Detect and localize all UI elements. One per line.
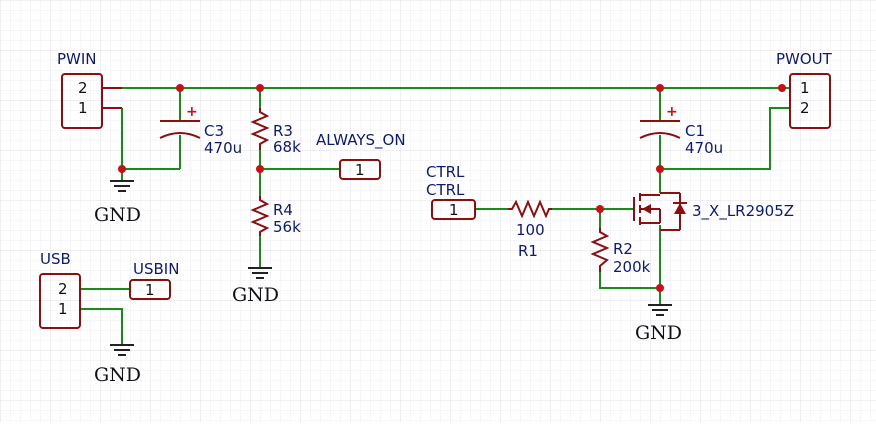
mosfet-part-label: 3_X_LR2905Z xyxy=(692,202,794,221)
c1-polarity: + xyxy=(666,104,678,120)
ground-symbol-1: GND xyxy=(94,180,141,226)
junction-dot xyxy=(256,165,264,173)
c3-polarity: + xyxy=(186,104,198,120)
r4-ref: R4 xyxy=(273,201,293,219)
junction-dot xyxy=(656,284,664,292)
usb-pin-1: 1 xyxy=(58,300,68,318)
junction-dot xyxy=(176,84,184,92)
r4-value: 56k xyxy=(273,218,301,236)
r1-ref: R1 xyxy=(518,242,538,260)
resistor-r4[interactable]: R4 56k xyxy=(250,196,301,236)
net-port-always-on[interactable]: ALWAYS_ON 1 xyxy=(316,131,406,180)
ctrl-label-top: CTRL xyxy=(426,163,465,181)
r2-ref: R2 xyxy=(613,240,633,258)
usb-pin-2: 2 xyxy=(58,280,68,298)
pwout-pin-1: 1 xyxy=(800,79,810,97)
c1-ref: C1 xyxy=(685,122,705,140)
usbin-pin: 1 xyxy=(145,281,155,299)
r3-ref: R3 xyxy=(273,122,293,140)
r4-body xyxy=(250,196,270,236)
junction-dot xyxy=(778,84,786,92)
junction-dot xyxy=(256,84,264,92)
resistor-r1[interactable]: 100 R1 xyxy=(508,199,552,260)
pwout-body xyxy=(789,73,831,129)
junctions xyxy=(118,84,786,292)
usbin-label: USBIN xyxy=(133,260,179,278)
resistor-r2[interactable]: R2 200k xyxy=(590,228,651,276)
pwin-label: PWIN xyxy=(57,50,97,68)
pwin-pin-1: 1 xyxy=(78,99,88,117)
wire-r2-bottom xyxy=(599,272,660,289)
wire-pwout-2 xyxy=(660,107,790,170)
r2-body xyxy=(590,228,610,272)
r1-value: 100 xyxy=(516,221,545,239)
junction-dot xyxy=(656,165,664,173)
mosfet-q1[interactable]: 3_X_LR2905Z xyxy=(633,192,794,231)
r3-body xyxy=(250,108,270,150)
c3-plate-bottom xyxy=(159,132,201,139)
r1-body xyxy=(508,199,552,219)
usb-label: USB xyxy=(40,250,71,268)
ctrl-label: CTRL xyxy=(426,181,465,199)
capacitor-c1[interactable]: + C1 470u xyxy=(639,104,723,157)
connector-usb[interactable]: USB 2 1 xyxy=(39,250,81,329)
usb-body xyxy=(39,273,81,329)
gnd-label-2: GND xyxy=(232,284,279,306)
pwout-label: PWOUT xyxy=(776,50,833,68)
net-port-ctrl[interactable]: CTRL CTRL 1 xyxy=(426,163,476,220)
ctrl-port-body xyxy=(431,199,476,220)
ground-symbol-2: GND xyxy=(232,267,279,306)
c3-ref: C3 xyxy=(204,122,224,140)
junction-dot xyxy=(118,165,126,173)
c3-value: 470u xyxy=(204,139,242,157)
r3-value: 68k xyxy=(273,138,301,156)
always-on-pin: 1 xyxy=(355,161,365,179)
pwout-pin-2: 2 xyxy=(800,99,810,117)
ground-symbol-3: GND xyxy=(635,304,682,344)
c1-value: 470u xyxy=(685,139,723,157)
junction-dot xyxy=(656,84,664,92)
wire-usb-1 xyxy=(80,308,123,345)
pwin-pin-2: 2 xyxy=(78,79,88,97)
connector-pwout[interactable]: PWOUT 1 2 xyxy=(776,50,833,129)
r2-value: 200k xyxy=(613,258,651,276)
usbin-port-body xyxy=(129,279,171,300)
resistor-r3[interactable]: R3 68k xyxy=(250,108,301,156)
always-on-port-body xyxy=(339,159,381,180)
capacitor-c3[interactable]: + C3 470u xyxy=(159,104,242,157)
body-diode xyxy=(674,203,686,214)
always-on-label: ALWAYS_ON xyxy=(316,131,406,150)
pwin-body xyxy=(61,73,103,129)
c1-plate-bottom xyxy=(639,132,681,139)
ground-symbol-4: GND xyxy=(94,344,141,386)
connector-pwin[interactable]: PWIN 2 1 xyxy=(57,50,122,129)
net-port-usbin[interactable]: USBIN 1 xyxy=(129,260,179,300)
gnd-label-3: GND xyxy=(635,322,682,344)
gnd-label-4: GND xyxy=(94,364,141,386)
junction-dot xyxy=(596,205,604,213)
ctrl-pin: 1 xyxy=(449,201,459,219)
mosfet-arrow xyxy=(642,204,651,214)
gnd-label-1: GND xyxy=(94,204,141,226)
